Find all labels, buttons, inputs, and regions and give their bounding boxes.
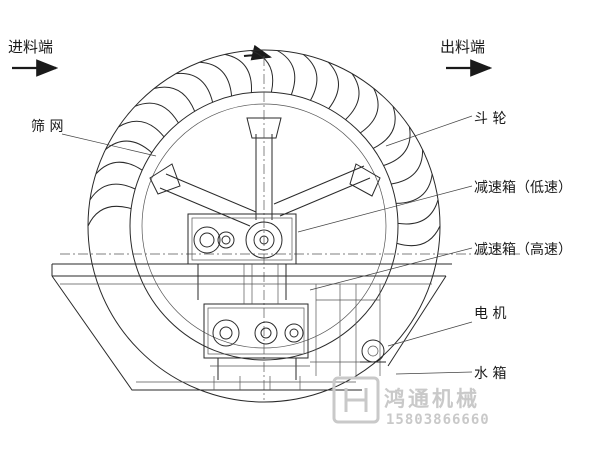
company-logo-icon [332,376,380,424]
wheel-blade [199,61,233,97]
wheel-blade [397,199,439,225]
motor [360,339,386,363]
company-watermark: 鸿通机械 15803866660 [332,376,490,428]
watermark-phone: 15803866660 [386,412,490,428]
wheel-blade [276,50,296,95]
watermark-company: 鸿通机械 [384,387,480,411]
leader-lines [61,115,473,375]
low-speed-reducer [187,213,297,300]
water-tank-label: 水 箱 [474,366,506,382]
wheel-blade [360,88,379,134]
wheel-blade [134,102,179,124]
wheel-blade [391,149,424,185]
wheel-blade [224,53,252,93]
wheel-blade [396,174,433,204]
bucket-wheel [87,49,441,403]
wheel-blade [302,54,318,101]
outlet-label: 出料端 [440,38,485,56]
wheel-blade [345,73,360,120]
low-speed-reducer-label: 减速箱（低速） [474,180,572,196]
motor-label: 电 机 [474,306,506,322]
bucket-wheel-label: 斗 轮 [474,111,506,127]
wheel-blade [154,86,196,112]
high-speed-reducer-label: 减速箱（高速） [474,241,572,258]
wheel-blade [87,205,132,227]
screen-label: 筛 网 [31,119,63,135]
wheel-blade [250,50,274,93]
wheel-spokes [149,117,381,227]
wheel-blade [372,106,396,149]
inlet-label: 进料端 [8,38,53,56]
wheel-blade [175,72,214,103]
high-speed-reducer [203,303,309,380]
wheel-blade [396,225,441,247]
rotation-arrow-icon [243,44,272,61]
wheel-blade [383,126,411,166]
wheel-blade [95,161,143,175]
wheel-blade [89,183,136,201]
support-frame [210,264,382,390]
wheel-blade [118,120,165,138]
wheel-blade [105,140,153,154]
wheel-blade [327,61,339,110]
wheel-blades [87,50,441,247]
